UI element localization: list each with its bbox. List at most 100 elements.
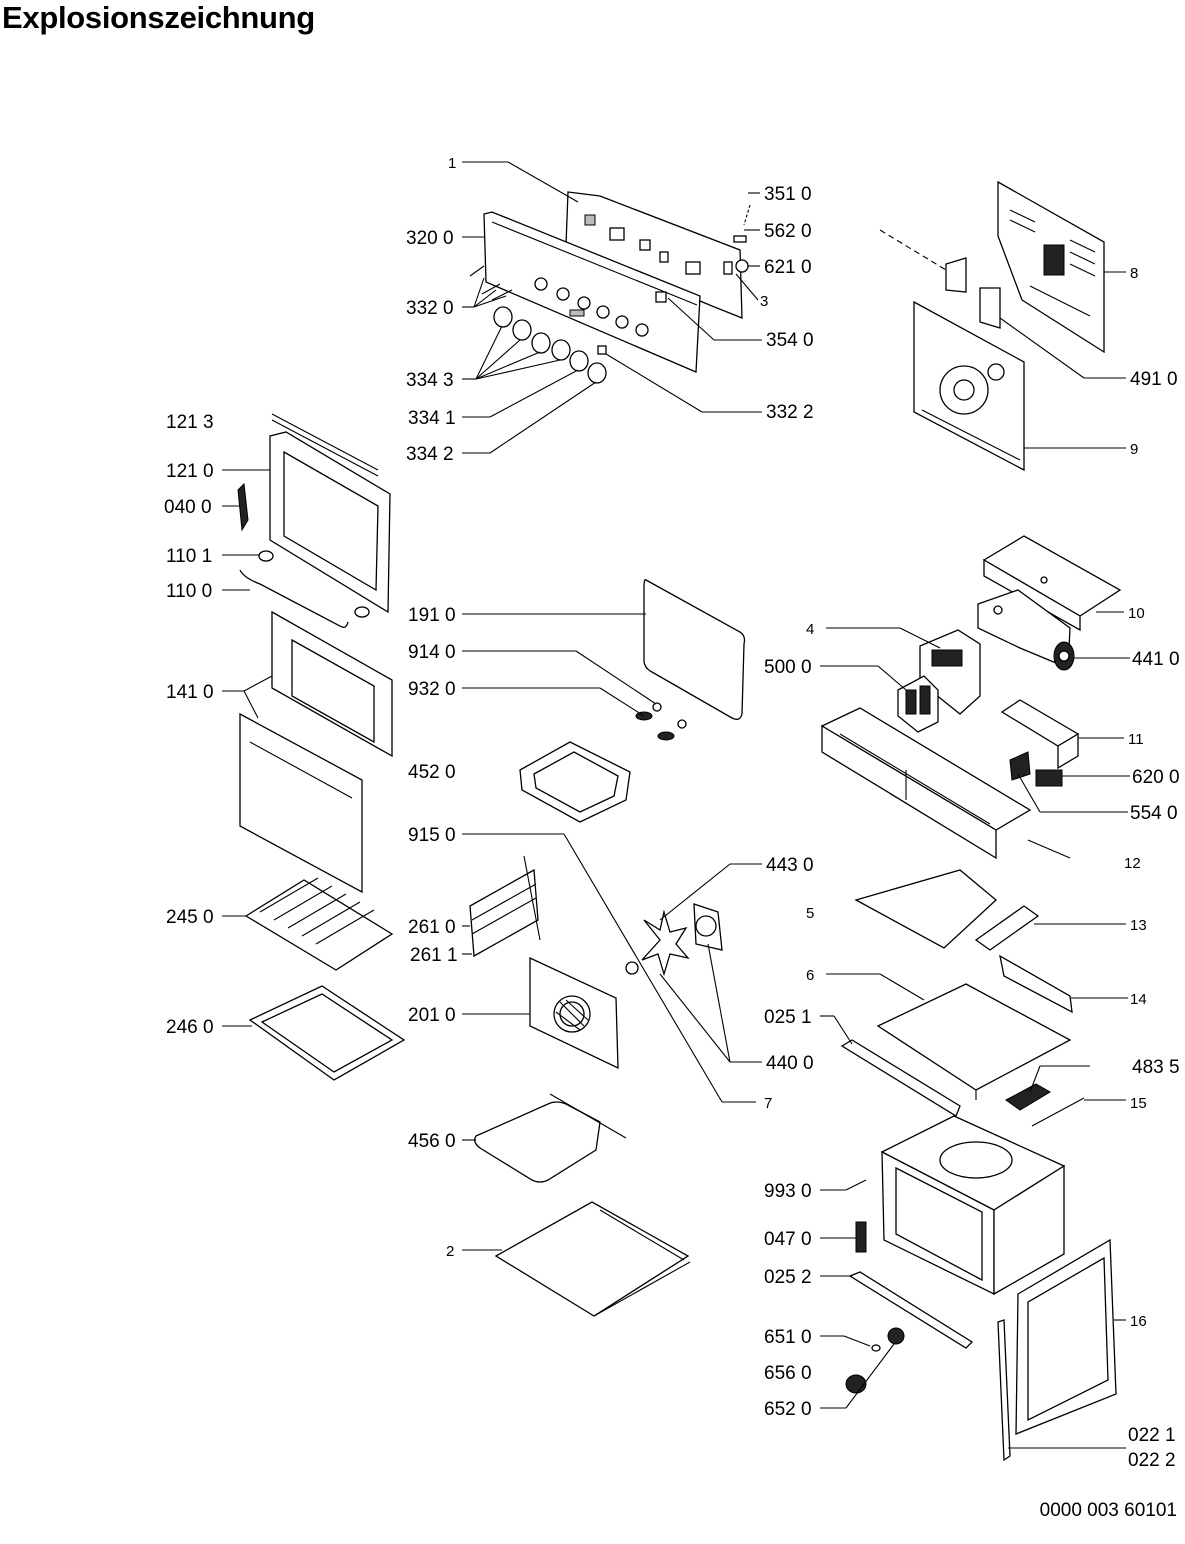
- label-9: 9: [1130, 441, 1138, 458]
- door-inner-glass: [271, 610, 393, 758]
- thermostat-small-parts: [723, 204, 751, 275]
- label-6560: 656 0: [764, 1363, 812, 1384]
- label-4400: 440 0: [766, 1053, 814, 1074]
- label-8: 8: [1130, 265, 1138, 282]
- label-1213: 121 3: [166, 412, 214, 433]
- label-2460: 246 0: [166, 1017, 214, 1038]
- lower-heating-element: [474, 1093, 627, 1183]
- label-6200: 620 0: [1132, 767, 1180, 788]
- label-1910: 191 0: [408, 605, 456, 626]
- label-9320: 932 0: [408, 679, 456, 700]
- front-trim-strip: [997, 1319, 1011, 1462]
- terminal-block: [1009, 751, 1063, 787]
- label-3343: 334 3: [406, 370, 454, 391]
- label-12: 12: [1124, 855, 1141, 872]
- label-16: 16: [1130, 1313, 1147, 1330]
- label-2010: 201 0: [408, 1005, 456, 1026]
- control-housing-frame: [820, 707, 1032, 860]
- timer-knob-parts: [845, 1327, 905, 1394]
- convection-fan: [625, 903, 723, 977]
- label-1100: 110 0: [166, 581, 212, 602]
- bottom-panel: [494, 1201, 691, 1317]
- cooling-fan-motor: [977, 589, 1075, 671]
- label-13: 13: [1130, 917, 1147, 934]
- label-5000: 500 0: [764, 657, 812, 678]
- label-6210: 621 0: [764, 257, 812, 278]
- label-4520: 452 0: [408, 762, 456, 783]
- label-3: 3: [760, 293, 768, 310]
- label-3540: 354 0: [766, 330, 814, 351]
- label-0400: 040 0: [164, 497, 212, 518]
- label-2450: 245 0: [166, 907, 214, 928]
- oven-door-frame: [269, 413, 391, 614]
- panel-screws: [469, 265, 667, 303]
- label-3200: 320 0: [406, 228, 454, 249]
- label-3341: 334 1: [408, 408, 456, 429]
- label-6520: 652 0: [764, 1399, 812, 1420]
- document-number: 0000 003 60101: [1039, 1500, 1177, 1521]
- top-cover: [982, 535, 1122, 632]
- label-0221: 022 1: [1128, 1425, 1176, 1446]
- wire-shelf: [244, 877, 394, 971]
- side-rail-lower: [848, 1271, 974, 1349]
- label-5540: 554 0: [1130, 803, 1178, 824]
- label-1410: 141 0: [166, 682, 214, 703]
- label-0470: 047 0: [764, 1229, 812, 1250]
- cavity-top-plate: [876, 983, 1072, 1100]
- label-7: 7: [764, 1095, 772, 1112]
- side-rail-upper: [840, 1039, 961, 1117]
- door-outer-glass: [239, 712, 363, 894]
- fan-cover: [529, 956, 619, 1070]
- label-3510: 351 0: [764, 184, 812, 205]
- label-1101: 110 1: [166, 546, 212, 567]
- label-0251: 025 1: [764, 1007, 812, 1028]
- control-panel-fascia: [483, 211, 701, 373]
- side-panel: [1015, 1238, 1117, 1435]
- label-0252: 025 2: [764, 1267, 812, 1288]
- label-0222: 022 2: [1128, 1450, 1176, 1471]
- side-shelf-rails: [469, 855, 541, 958]
- label-3342: 334 2: [406, 444, 454, 465]
- side-bracket: [999, 954, 1073, 1014]
- door-catch: [855, 1221, 867, 1253]
- label-4910: 491 0: [1130, 369, 1178, 390]
- screw: [845, 1179, 867, 1191]
- label-2610: 261 0: [408, 917, 456, 938]
- label-2: 2: [446, 1243, 454, 1260]
- motor-bracket: [879, 229, 1001, 329]
- label-11: 11: [1128, 731, 1144, 748]
- support-bracket: [974, 905, 1040, 951]
- control-knobs: [493, 306, 607, 384]
- thermostat-switch: [897, 675, 939, 733]
- label-4: 4: [806, 621, 814, 638]
- label-14: 14: [1130, 991, 1147, 1008]
- door-hinge: [237, 482, 249, 532]
- top-insulation-plate: [854, 869, 997, 949]
- label-4835: 483 5: [1132, 1057, 1180, 1078]
- label-9930: 993 0: [764, 1181, 812, 1202]
- rear-panel: [997, 180, 1105, 354]
- label-15: 15: [1130, 1095, 1147, 1112]
- part-labels: 1 351 0 562 0 621 0 3 320 0 332 0 354 0 …: [164, 155, 1180, 1471]
- terminal-strip: [1005, 1083, 1051, 1111]
- label-9140: 914 0: [408, 642, 456, 663]
- label-1: 1: [448, 155, 456, 172]
- grill-heating-element: [519, 702, 687, 823]
- page-title: Explosionszeichnung: [2, 0, 315, 35]
- label-1210: 121 0: [166, 461, 214, 482]
- leader-lines: [222, 161, 1130, 1449]
- label-3322: 332 2: [766, 402, 814, 423]
- fan-housing-rear-panel: [913, 300, 1025, 472]
- label-3320: 332 0: [406, 298, 454, 319]
- label-6510: 651 0: [764, 1327, 812, 1348]
- thermostat-sensor-rod: [1031, 1097, 1085, 1127]
- label-10: 10: [1128, 605, 1145, 622]
- label-5: 5: [806, 905, 814, 922]
- label-6: 6: [806, 967, 814, 984]
- door-handle: [239, 550, 370, 628]
- baking-tray: [248, 985, 406, 1081]
- label-4560: 456 0: [408, 1131, 456, 1152]
- door-gasket: [643, 579, 746, 720]
- electronics-bracket: [1000, 699, 1080, 770]
